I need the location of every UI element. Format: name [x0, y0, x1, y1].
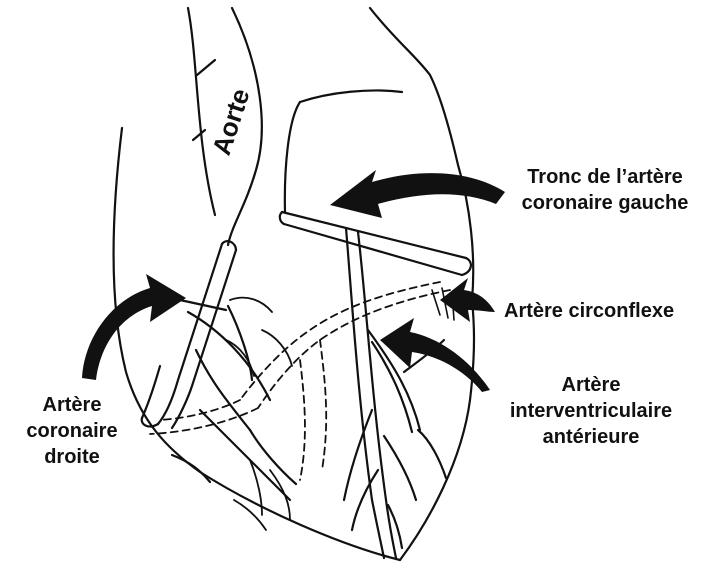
- label-droite-line-3: droite: [18, 444, 126, 470]
- label-artere-circonflexe: Artère circonflexe: [504, 298, 674, 324]
- right-coronary-artery: [142, 241, 296, 500]
- interventricular-artery: [344, 228, 446, 558]
- label-interventriculaire-line-2: interventriculaire: [486, 398, 696, 424]
- label-tronc-line-2: coronaire gauche: [498, 190, 712, 216]
- label-tronc-artere-coronaire-gauche: Tronc de l’artère coronaire gauche: [498, 164, 712, 216]
- left-coronary-trunk: [280, 212, 471, 275]
- label-interventriculaire-line-3: antérieure: [486, 424, 696, 450]
- curved-arrow-icon: [82, 170, 505, 392]
- label-droite-line-2: coronaire: [18, 418, 126, 444]
- label-interventriculaire-line-1: Artère: [486, 372, 696, 398]
- circumflex-artery: [150, 282, 450, 480]
- label-artere-interventriculaire: Artère interventriculaire antérieure: [486, 372, 696, 450]
- label-artere-coronaire-droite: Artère coronaire droite: [18, 392, 126, 470]
- label-droite-line-1: Artère: [18, 392, 126, 418]
- label-tronc-line-1: Tronc de l’artère: [498, 164, 712, 190]
